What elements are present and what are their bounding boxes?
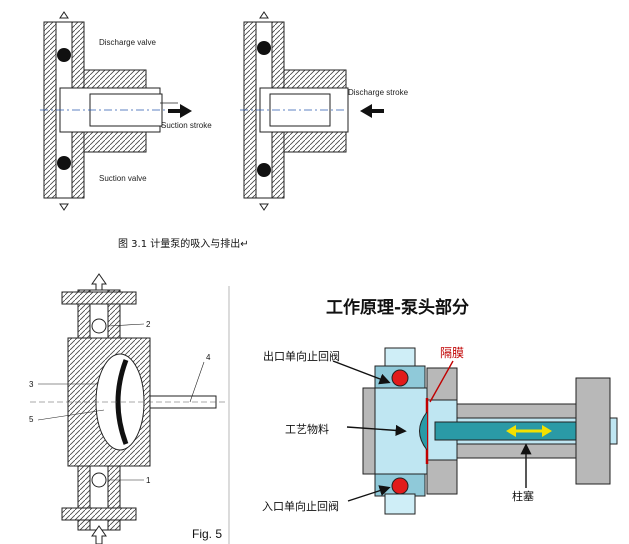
principle-diagram: [332, 347, 618, 515]
suction-ball-icon-2: [257, 163, 271, 177]
discharge-stroke-diagram: [240, 11, 384, 211]
plunger-label: 柱塞: [512, 489, 534, 503]
suction-stroke-label: Suction stroke: [161, 121, 212, 130]
discharge-arrow-icon: [360, 104, 384, 118]
suction-ball-icon: [57, 156, 71, 170]
inlet-ball-icon: [391, 477, 409, 495]
principle-title: 工作原理-泵头部分: [326, 297, 469, 318]
fig5-number-4: 4: [206, 353, 211, 362]
suction-stroke-diagram: [40, 11, 192, 211]
fig5-number-2: 2: [146, 320, 151, 329]
suction-valve-label: Suction valve: [99, 174, 147, 183]
fig5-number-5: 5: [29, 415, 34, 424]
plunger-arrow-left-icon: [506, 425, 516, 437]
discharge-ball-icon-2: [257, 41, 271, 55]
discharge-valve-label: Discharge valve: [99, 38, 156, 47]
outlet-ball-icon: [391, 369, 409, 387]
inlet-valve-label: 入口单向止回阀: [262, 499, 339, 513]
outlet-valve-label: 出口单向止回阀: [263, 349, 340, 363]
fig5-pump-drawing: [30, 273, 230, 544]
discharge-ball-icon: [57, 48, 71, 62]
process-material-label: 工艺物料: [285, 422, 329, 436]
plunger-arrow-right-icon: [542, 425, 552, 437]
fig5-number-1: 1: [146, 476, 151, 485]
figure-caption: 图 3.1 计量泵的吸入与排出↵: [118, 237, 249, 250]
discharge-stroke-label: Discharge stroke: [348, 88, 409, 97]
suction-arrow-icon: [168, 104, 192, 118]
fig5-number-3: 3: [29, 380, 34, 389]
diaphragm-label: 隔膜: [440, 346, 464, 360]
fig5-label: Fig. 5: [192, 527, 222, 541]
